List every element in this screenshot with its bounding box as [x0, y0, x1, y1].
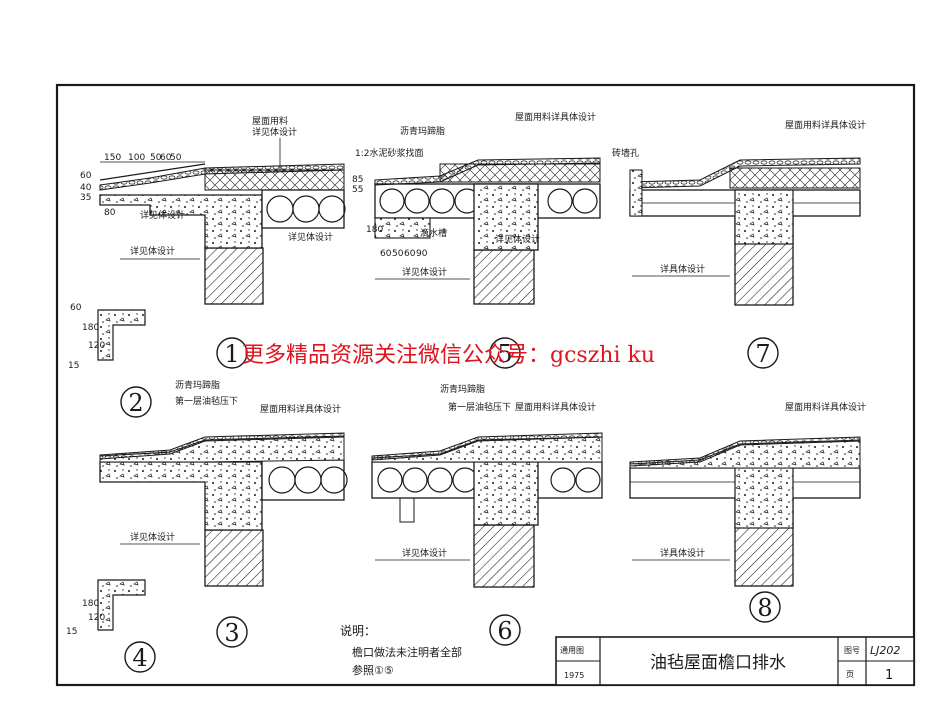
- detail-6: [371, 432, 603, 588]
- detail-number-7: 7: [747, 337, 779, 369]
- svg-text:8: 8: [757, 594, 772, 622]
- d1-dim-100: 100: [128, 153, 145, 163]
- detail-number-8: 8: [749, 591, 781, 623]
- d1-dim-80: 80: [104, 208, 116, 218]
- note-line-1: 檐口做法未注明者全部: [352, 645, 462, 659]
- d7-label-detail: 详具体设计: [660, 263, 705, 275]
- svg-text:6: 6: [497, 617, 512, 645]
- d1-label-detail-design: 详见体设计: [252, 126, 297, 138]
- d4-dim-15: 15: [66, 627, 77, 637]
- svg-text:7: 7: [755, 340, 770, 368]
- d5-dim-85: 85: [352, 175, 363, 185]
- detail-8: [629, 436, 861, 587]
- d1-dim-50b: 50: [170, 153, 182, 163]
- d8-label-detail: 详具体设计: [660, 547, 705, 559]
- d2-dim-15: 15: [68, 361, 79, 371]
- drawing-title: 油毡屋面檐口排水: [650, 653, 786, 673]
- title-applicable-label: 通用图: [560, 645, 584, 655]
- d4-dim-180: 180: [82, 599, 99, 609]
- detail-5: [374, 157, 601, 305]
- detail-number-2: 2: [120, 386, 152, 418]
- title-page-no: 1: [885, 668, 893, 683]
- detail-7: [629, 157, 861, 306]
- title-year: 1975: [564, 671, 584, 680]
- d3-label-detail: 详见体设计: [130, 531, 175, 543]
- d5-label-mortar: 1:2水泥砂浆找面: [355, 147, 424, 159]
- svg-text:2: 2: [128, 389, 143, 417]
- d2-dim-120: 120: [88, 341, 105, 351]
- d1-label-detail-c: 详见体设计: [288, 231, 333, 243]
- d5-dim-55: 55: [352, 185, 363, 195]
- d1-label-detail-b: 详见体设计: [130, 245, 175, 257]
- d5-dim-60b: 60: [404, 249, 416, 259]
- d5-dim-180: 180: [366, 225, 383, 235]
- detail-number-6: 6: [489, 614, 521, 646]
- d5-dim-90: 90: [416, 249, 428, 259]
- d5-dim-60a: 60: [380, 249, 392, 259]
- detail-2: [97, 309, 146, 361]
- d2-dim-180: 180: [82, 323, 99, 333]
- d2-dim-60: 60: [70, 303, 82, 313]
- title-block: [555, 636, 915, 686]
- d1-dim-60: 60: [160, 153, 172, 163]
- d5-label-asphalt: 沥青玛蹄脂: [400, 125, 445, 137]
- detail-number-3: 3: [216, 616, 248, 648]
- detail-4: [97, 579, 146, 631]
- svg-text:1: 1: [224, 340, 239, 368]
- d6-label-felt: 第一层油毡压下: [448, 401, 511, 413]
- d5-label-drain: 滴水槽: [420, 227, 447, 239]
- d5-label-roof-material: 屋面用料详具体设计: [515, 111, 596, 123]
- title-atlas-no: LJ202: [870, 644, 900, 657]
- detail-number-1: 1: [216, 337, 248, 369]
- d5-label-detail-a: 详见体设计: [495, 233, 540, 245]
- sheet-frame: [55, 83, 916, 687]
- d1-label-detail-a: 详见体设计: [140, 209, 185, 221]
- d7-label-roof-material: 屋面用料详具体设计: [785, 119, 866, 131]
- d5-dim-50: 50: [392, 249, 404, 259]
- svg-text:3: 3: [224, 619, 239, 647]
- d5-label-detail-b: 详见体设计: [402, 266, 447, 278]
- detail-1: [99, 161, 346, 305]
- detail-number-5: 5: [489, 337, 521, 369]
- d6-label-detail: 详见体设计: [402, 547, 447, 559]
- d7-label-vent: 砖墙孔: [612, 147, 639, 159]
- d1-dim-50: 50: [150, 153, 162, 163]
- d8-label-roof-material: 屋面用料详具体设计: [785, 401, 866, 413]
- d6-label-roof-material: 屋面用料详具体设计: [515, 401, 596, 413]
- title-page-label: 页: [846, 670, 854, 679]
- d6-label-asphalt: 沥青玛蹄脂: [440, 383, 485, 395]
- title-atlas-label: 图号: [844, 646, 860, 655]
- d4-dim-120: 120: [88, 613, 105, 623]
- d1-dim-150: 150: [104, 153, 121, 163]
- d3-label-asphalt: 沥青玛蹄脂: [175, 379, 220, 391]
- svg-text:4: 4: [132, 644, 147, 672]
- note-heading: 说明：: [340, 623, 376, 638]
- detail-number-4: 4: [124, 641, 156, 673]
- d1-dim-40-left: 40: [80, 183, 92, 193]
- d3-label-felt: 第一层油毡压下: [175, 395, 238, 407]
- d3-label-roof-material: 屋面用料详具体设计: [260, 403, 341, 415]
- watermark-text: 更多精品资源关注微信公众号：gcszhi ku: [242, 343, 655, 368]
- detail-3: [99, 432, 348, 587]
- note-line-2: 参照①⑤: [352, 663, 394, 677]
- svg-text:5: 5: [497, 340, 512, 368]
- d1-dim-60-left: 60: [80, 171, 92, 181]
- d1-dim-35-left: 35: [80, 193, 91, 203]
- d1-label-roof-material: 屋面用料: [252, 115, 288, 127]
